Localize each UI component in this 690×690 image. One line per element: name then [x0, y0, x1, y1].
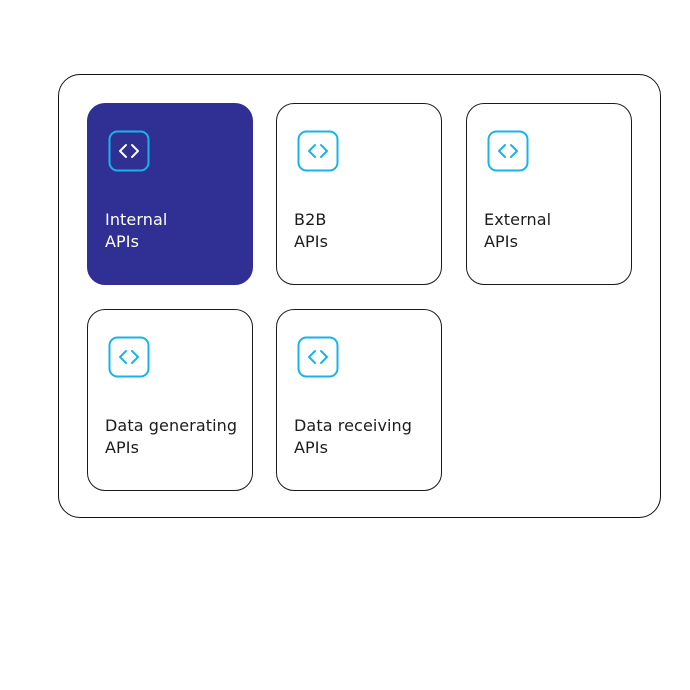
card-label-line2: APIs — [484, 232, 519, 251]
code-brackets-icon — [297, 130, 339, 172]
card-label-line1: Data receiving — [294, 416, 413, 435]
card-b2b-apis[interactable]: B2B APIs — [276, 103, 442, 285]
card-label: Internal APIs — [105, 209, 167, 253]
card-label-line2: APIs — [105, 232, 140, 251]
code-brackets-icon — [108, 130, 150, 172]
card-data-generating-apis[interactable]: Data generating APIs — [87, 309, 253, 491]
code-brackets-icon — [108, 336, 150, 378]
card-label: B2B APIs — [294, 209, 328, 253]
card-internal-apis[interactable]: Internal APIs — [87, 103, 253, 285]
card-label-line2: APIs — [105, 438, 140, 457]
card-label-line1: Internal — [105, 210, 168, 229]
card-label-line1: External — [484, 210, 552, 229]
code-brackets-icon — [297, 336, 339, 378]
card-label-line1: Data generating — [105, 416, 238, 435]
card-label-line1: B2B — [294, 210, 327, 229]
card-data-receiving-apis[interactable]: Data receiving APIs — [276, 309, 442, 491]
card-label: External APIs — [484, 209, 551, 253]
card-label-line2: APIs — [294, 438, 329, 457]
api-types-panel: Internal APIs B2B APIs External APIs — [58, 74, 661, 518]
code-brackets-icon — [487, 130, 529, 172]
card-label: Data generating APIs — [105, 415, 237, 459]
card-label: Data receiving APIs — [294, 415, 412, 459]
card-external-apis[interactable]: External APIs — [466, 103, 632, 285]
card-label-line2: APIs — [294, 232, 329, 251]
